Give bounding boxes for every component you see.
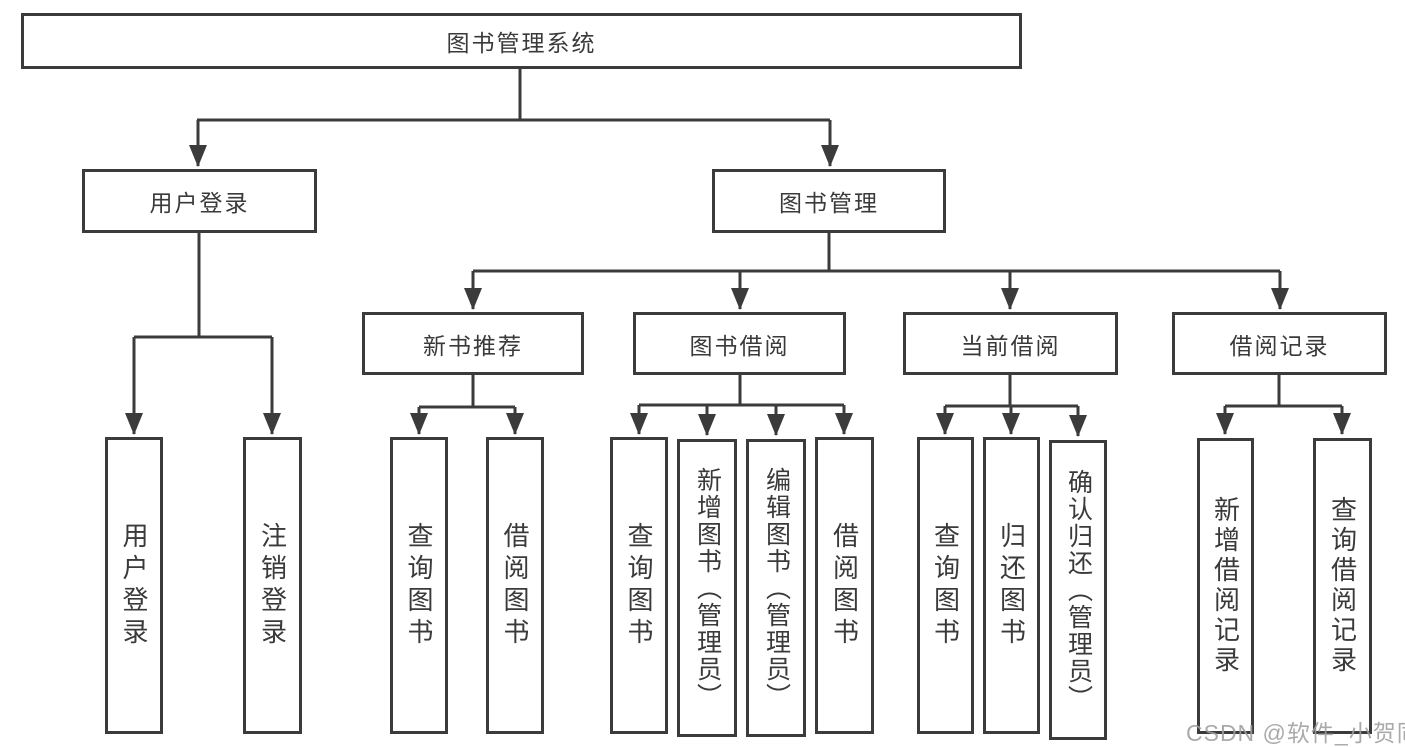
leaf-user-login-label: 用户登录: [119, 521, 149, 650]
leaf-cb-return-books: 归还图书: [983, 437, 1040, 734]
leaf-cb-return-books-label: 归还图书: [996, 521, 1027, 650]
node-current-borrowing-label: 当前借阅: [960, 332, 1061, 359]
node-root-label: 图书管理系统: [446, 30, 597, 56]
leaf-cb-query-books: 查询图书: [917, 437, 974, 734]
node-book-borrowing: 图书借阅: [633, 312, 846, 375]
node-new-book-recommendation: 新书推荐: [362, 312, 584, 375]
leaf-logout: 注销登录: [243, 437, 302, 734]
leaf-br-query-record: 查询借阅记录: [1313, 438, 1372, 734]
node-borrowing-records: 借阅记录: [1172, 312, 1387, 375]
leaf-bb-edit-books-admin: 编辑图书（管理员）: [746, 439, 806, 737]
leaf-bb-borrow-books: 借阅图书: [815, 437, 874, 734]
node-borrowing-records-label: 借阅记录: [1229, 332, 1330, 359]
leaf-cb-query-books-label: 查询图书: [930, 521, 961, 650]
leaf-br-query-record-label: 查询借阅记录: [1327, 496, 1358, 676]
leaf-br-add-record: 新增借阅记录: [1197, 438, 1254, 734]
leaf-rec-borrow-books: 借阅图书: [486, 437, 544, 734]
node-book-management-label: 图书管理: [779, 190, 879, 216]
leaf-bb-borrow-books-label: 借阅图书: [829, 521, 860, 650]
leaf-br-add-record-label: 新增借阅记录: [1210, 496, 1241, 676]
leaf-rec-query-books: 查询图书: [390, 437, 448, 734]
leaf-rec-borrow-books-label: 借阅图书: [500, 521, 530, 650]
node-user-login: 用户登录: [82, 169, 317, 233]
leaf-bb-add-books-admin: 新增图书（管理员）: [677, 439, 737, 737]
leaf-cb-confirm-return-admin: 确认归还（管理员）: [1049, 440, 1107, 740]
node-current-borrowing: 当前借阅: [903, 312, 1118, 375]
leaf-rec-query-books-label: 查询图书: [404, 521, 434, 650]
leaf-logout-label: 注销登录: [257, 521, 288, 650]
leaf-bb-query-books-label: 查询图书: [624, 521, 654, 650]
csdn-watermark: CSDN @软件_小贺同学: [1186, 720, 1405, 746]
node-book-management: 图书管理: [712, 169, 946, 233]
leaf-cb-confirm-return-admin-label: 确认归还（管理员）: [1064, 468, 1093, 712]
leaf-user-login: 用户登录: [105, 437, 163, 734]
leaf-bb-edit-books-admin-label: 编辑图书（管理员）: [762, 466, 791, 710]
leaf-bb-add-books-admin-label: 新增图书（管理员）: [693, 466, 722, 710]
node-root-system: 图书管理系统: [21, 13, 1022, 69]
node-user-login-label: 用户登录: [149, 190, 250, 216]
leaf-bb-query-books: 查询图书: [610, 437, 668, 734]
node-new-book-recommendation-label: 新书推荐: [423, 332, 523, 359]
node-book-borrowing-label: 图书借阅: [689, 332, 790, 359]
